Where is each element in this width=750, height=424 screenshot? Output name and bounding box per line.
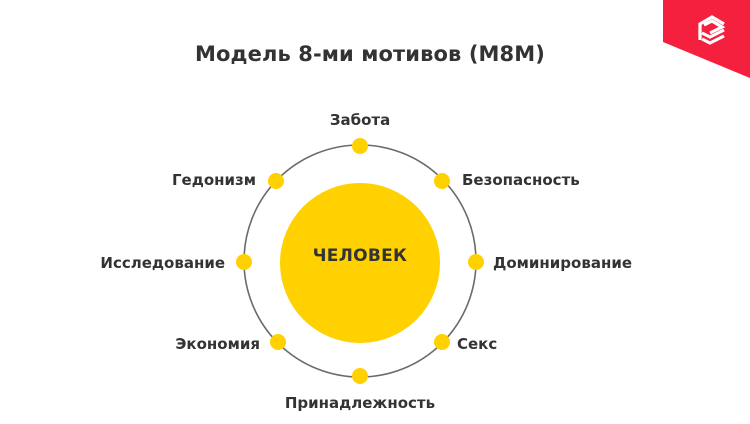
center-label: ЧЕЛОВЕК	[312, 246, 408, 266]
motive-label-belonging: Принадлежность	[284, 394, 436, 412]
motive-label-safety: Безопасность	[462, 171, 580, 189]
motive-label-sex: Секс	[457, 335, 498, 353]
motive-label-hedonism: Гедонизм	[171, 171, 256, 189]
center-circle	[280, 183, 440, 343]
motive-label-economy: Экономия	[175, 335, 260, 353]
motive-dot-care	[352, 138, 368, 154]
motive-dot-hedonism	[268, 173, 284, 189]
motive-dot-sex	[434, 334, 450, 350]
motive-label-dominance: Доминирование	[493, 254, 633, 272]
diagram-title: Модель 8-ми мотивов (М8М)	[195, 42, 545, 66]
motive-dot-dominance	[468, 254, 484, 270]
motive-label-care: Забота	[329, 111, 391, 129]
motive-dot-research	[236, 254, 252, 270]
motive-dot-belonging	[352, 368, 368, 384]
motive-dot-safety	[434, 173, 450, 189]
motive-label-research: Исследование	[100, 254, 225, 272]
motive-dot-economy	[270, 334, 286, 350]
